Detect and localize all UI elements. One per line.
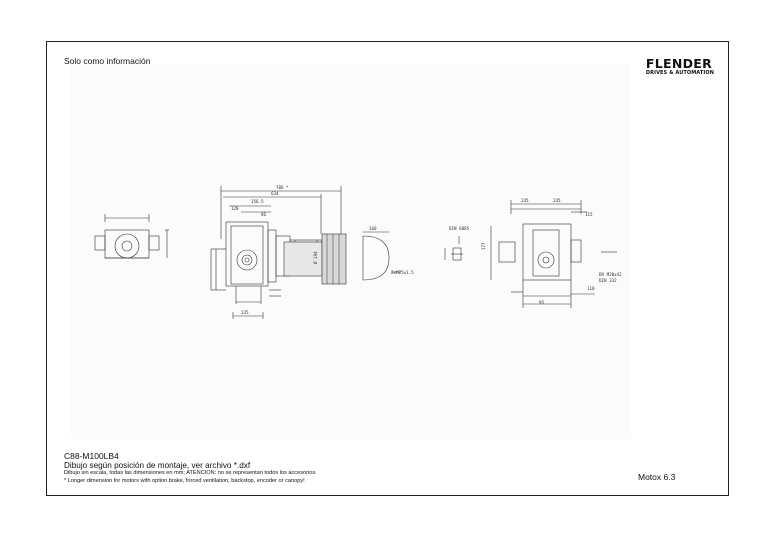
- dim-245a: 245: [521, 198, 529, 203]
- flange-view: [362, 231, 401, 281]
- side-view-left: [94, 214, 169, 259]
- dim-120: 120: [231, 206, 239, 211]
- dim-thread: 2xM25x1.5: [391, 270, 414, 275]
- dim-95: 95: [539, 300, 545, 305]
- drawing-svg: 706 * 634 156.5 120 86 160 135 Ø 194 2xM…: [94, 185, 622, 319]
- dim-115: 115: [585, 212, 593, 217]
- drawing-caption: C88-M100LB4 Dibujo según posición de mon…: [64, 452, 317, 485]
- dim-110: 110: [587, 286, 595, 291]
- dim-din-right: DIN 332: [599, 278, 617, 283]
- drawing-sheet: Solo como información FLENDER DRIVES & A…: [46, 41, 729, 496]
- software-version: Motox 6.3: [638, 472, 676, 482]
- logo-tagline: DRIVES & AUTOMATION: [645, 70, 714, 76]
- dim-dr: DR M20x42: [599, 272, 622, 277]
- caption-subtitle: Dibujo según posición de montaje, ver ar…: [64, 461, 251, 470]
- dim-634: 634: [271, 191, 279, 196]
- dim-245b: 245: [553, 198, 561, 203]
- flender-logo: FLENDER DRIVES & AUTOMATION: [645, 56, 714, 76]
- info-disclaimer: Solo como información: [64, 56, 151, 66]
- dim-din-left: DIN 6885: [449, 226, 470, 231]
- dim-194: Ø 194: [313, 251, 318, 264]
- dim-160: 160: [369, 226, 377, 231]
- caption-note-scale: Dibujo sin escala, todas las dimensiones…: [64, 470, 317, 476]
- keyway-detail: [444, 236, 463, 261]
- dim-135: 135: [241, 310, 249, 315]
- technical-drawing: 706 * 634 156.5 120 86 160 135 Ø 194 2xM…: [71, 64, 631, 439]
- dim-177: 177: [481, 242, 486, 250]
- dim-overall: 706 *: [276, 185, 289, 190]
- caption-note-dimension: * Longer dimension for motors with optio…: [64, 477, 305, 484]
- motor-body: [283, 233, 347, 285]
- dim-86: 86: [261, 212, 267, 217]
- dim-156: 156.5: [251, 199, 264, 204]
- model-code: C88-M100LB4: [64, 451, 119, 461]
- logo-brand: FLENDER: [645, 56, 713, 71]
- side-view-right: [490, 200, 617, 308]
